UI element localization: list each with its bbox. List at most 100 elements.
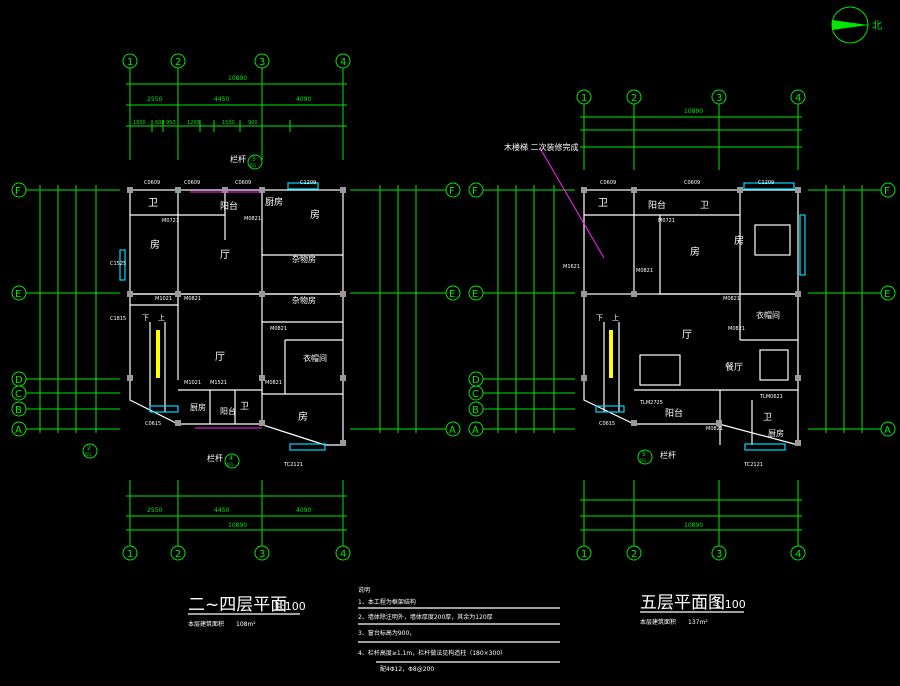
- left-top-dimensions: [126, 83, 347, 132]
- tag: C0609: [144, 180, 160, 186]
- dim-top: 4450: [214, 96, 229, 103]
- tag: TC2121: [283, 462, 303, 468]
- tag: M0821: [728, 326, 745, 332]
- grid-label: 3: [259, 549, 265, 560]
- grid-label: 3: [259, 57, 265, 68]
- grid-label: F: [15, 186, 21, 197]
- grid-label: 2: [631, 93, 637, 104]
- dim-top-sub: 600: [155, 120, 165, 126]
- north-label: 北: [872, 20, 882, 32]
- left-plan-scale: 1:100: [274, 600, 306, 613]
- tag: M0821: [636, 268, 653, 274]
- tag: M0821: [184, 296, 201, 302]
- left-title-block: 二~四层平面 1:100 本层建筑面积 108m²: [188, 595, 306, 628]
- room-label: 卫: [598, 198, 608, 209]
- grid-label: F: [449, 186, 455, 197]
- grid-label: 3: [716, 549, 722, 560]
- callout-number: 5: [642, 451, 646, 458]
- tag: TLM0621: [759, 394, 783, 400]
- tag: M0721: [658, 218, 675, 224]
- tag: C0615: [145, 421, 161, 427]
- right-row-grid-bubbles: F E D C B A F E A: [468, 182, 896, 437]
- grid-label: D: [472, 375, 480, 386]
- grid-label: 4: [795, 549, 801, 560]
- room-label: 衣帽间: [303, 353, 327, 363]
- room-label: 阳台: [665, 407, 683, 419]
- tag: M1621: [563, 264, 580, 270]
- note-line: 3、窗台标高为900，: [358, 629, 415, 637]
- grid-label: E: [884, 289, 890, 300]
- room-label: 房: [310, 208, 320, 221]
- dim-top-sub: 900: [248, 120, 258, 126]
- dim-total: 10890: [228, 75, 247, 82]
- room-label: 阳台: [220, 406, 236, 416]
- right-title-block: 五层平面图 1:100 本层建筑面积 137m²: [640, 593, 746, 626]
- room-label: 厨房: [768, 428, 784, 438]
- right-plan-title: 五层平面图: [640, 593, 725, 613]
- grid-label: 2: [175, 57, 181, 68]
- grid-label: A: [15, 425, 22, 436]
- grid-label: A: [472, 425, 479, 436]
- left-row-grid-bubbles: F E D C B A: [11, 182, 27, 437]
- dim-top-sub: 1500: [222, 120, 235, 126]
- grid-label: 1: [581, 93, 587, 104]
- tag: C1815: [110, 316, 126, 322]
- left-row-grid-bubbles-right: F E A: [445, 182, 461, 437]
- grid-label: D: [15, 375, 23, 386]
- tag: M1021: [155, 296, 172, 302]
- tag: M0821: [270, 326, 287, 332]
- left-area-label: 本层建筑面积: [188, 620, 224, 628]
- tag: C0615: [599, 421, 615, 427]
- room-label: 餐厅: [725, 361, 743, 373]
- tag: C1209: [300, 180, 316, 186]
- dim-top-sub: 1200: [187, 120, 200, 126]
- callout-sheet: J01: [84, 452, 92, 457]
- stair-label: 下: [596, 314, 603, 322]
- grid-label: 1: [127, 549, 133, 560]
- callout-text: 栏杆: [230, 154, 246, 164]
- grid-label: 2: [175, 549, 181, 560]
- right-walls: [583, 189, 799, 446]
- north-arrow: 北: [831, 6, 882, 44]
- right-plan-scale: 1:100: [714, 598, 746, 611]
- grid-label: B: [15, 405, 22, 416]
- right-area-value: 137m²: [688, 619, 708, 626]
- room-label: 厅: [215, 352, 225, 363]
- stair-label: 上: [158, 313, 165, 322]
- note-line: 1、本工程为框架结构: [358, 598, 416, 606]
- grid-label: F: [472, 186, 478, 197]
- grid-label: A: [449, 425, 456, 436]
- note-top: 木楼梯 二次装修完成: [504, 142, 579, 152]
- tag: M0821: [244, 216, 261, 222]
- room-label: 厅: [682, 330, 692, 341]
- left-bottom-dimensions: [126, 495, 347, 531]
- tag: C0609: [184, 180, 200, 186]
- callout-sheet: J01: [639, 458, 647, 463]
- note-line: 配4Φ12，Φ8@200: [380, 666, 434, 673]
- room-label: 阳台: [220, 200, 238, 212]
- dim-top: 2550: [147, 96, 162, 103]
- tag: C0609: [235, 180, 251, 186]
- right-bottom-grid-bubbles: 1 2 3 4: [576, 545, 806, 561]
- callout-number: 4: [229, 455, 233, 462]
- grid-label: E: [15, 289, 21, 300]
- room-label: 杂物房: [292, 295, 316, 305]
- grid-label: E: [472, 289, 478, 300]
- tag: C0609: [684, 180, 700, 186]
- grid-label: 1: [127, 57, 133, 68]
- room-label: 厅: [220, 250, 230, 261]
- tag: C1209: [758, 180, 774, 186]
- grid-label: C: [472, 389, 479, 400]
- room-label: 卫: [148, 198, 158, 209]
- general-notes: 说明 1、本工程为框架结构 2、墙体除注明外，墙体厚度200厚，其余为120厚 …: [358, 586, 560, 673]
- left-plan-title: 二~四层平面: [188, 595, 287, 615]
- tag: M0821: [723, 296, 740, 302]
- tag: C1525: [110, 261, 126, 267]
- tag: TLM2725: [639, 400, 663, 406]
- stair-label: 上: [612, 313, 619, 322]
- grid-label: 1: [581, 549, 587, 560]
- room-label: 卫: [763, 413, 772, 423]
- stair-label: 下: [142, 314, 149, 322]
- room-label: 阳台: [648, 199, 666, 211]
- dim-total: 10890: [228, 522, 247, 529]
